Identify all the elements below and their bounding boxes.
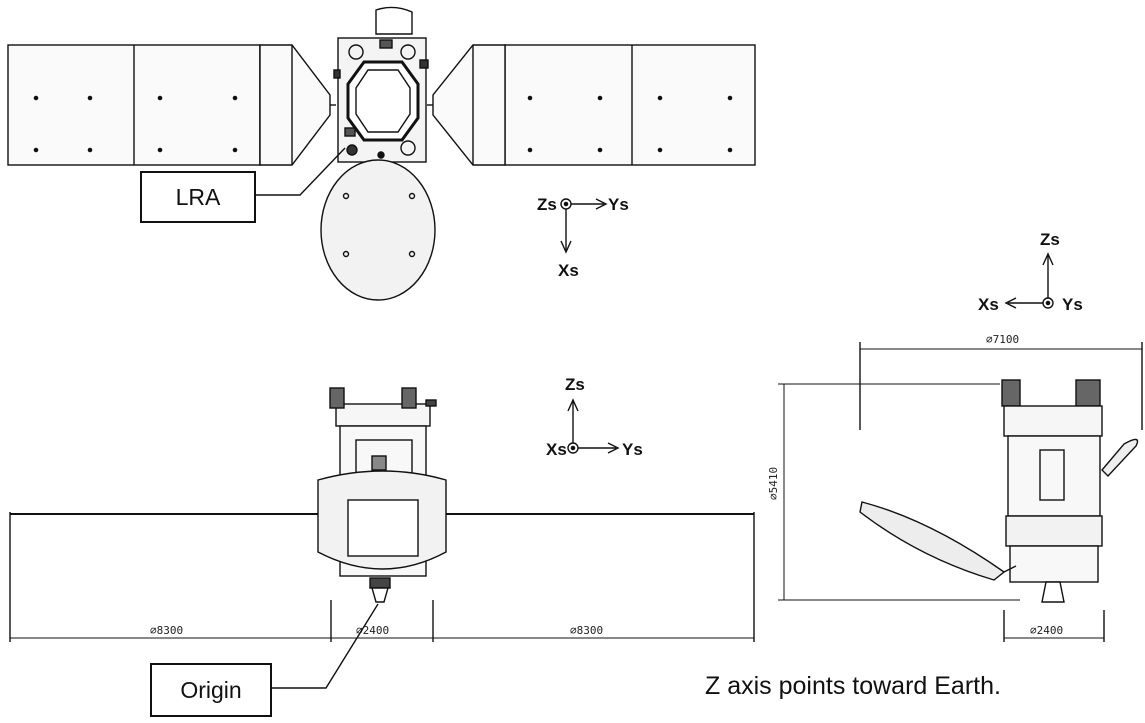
top-axis-triad: Zs Ys Xs xyxy=(537,195,629,280)
earth-note: Z axis points toward Earth. xyxy=(705,672,1001,700)
dim-side-height: ⌀5410 xyxy=(767,467,780,500)
front-axis-triad: Zs Xs Ys xyxy=(546,375,643,459)
bus-top xyxy=(333,6,429,163)
dim-panel-left: ⌀8300 xyxy=(150,624,183,637)
origin-callout: Origin xyxy=(150,663,272,717)
side-dimensions: ⌀7100 ⌀5410 ⌀2400 xyxy=(767,333,1143,642)
top-view xyxy=(7,6,756,301)
origin-leader-line xyxy=(272,603,379,689)
top-axis-z-label: Zs xyxy=(537,195,557,214)
top-axis-y-label: Ys xyxy=(608,195,629,214)
right-solar-array xyxy=(427,44,756,166)
dim-side-body: ⌀2400 xyxy=(1030,624,1063,637)
side-reflector xyxy=(859,501,1017,581)
front-axis-z-label: Zs xyxy=(565,375,585,394)
left-solar-array xyxy=(7,44,336,166)
side-bus xyxy=(1001,379,1139,603)
lra-callout: LRA xyxy=(140,171,256,223)
top-reflector xyxy=(320,159,436,301)
front-axis-y-label: Ys xyxy=(622,440,643,459)
top-axis-x-label: Xs xyxy=(558,261,579,280)
side-axis-triad: Zs Xs Ys xyxy=(978,230,1083,314)
side-axis-y-label: Ys xyxy=(1062,295,1083,314)
front-dimensions: ⌀8300 ⌀2400 ⌀8300 xyxy=(10,600,754,642)
side-axis-x-label: Xs xyxy=(978,295,999,314)
side-axis-z-label: Zs xyxy=(1040,230,1060,249)
lra-leader-line xyxy=(256,147,346,196)
side-view: ⌀7100 ⌀5410 ⌀2400 xyxy=(767,333,1143,642)
front-bus xyxy=(317,387,447,603)
dim-side-width: ⌀7100 xyxy=(986,333,1019,346)
dim-panel-right: ⌀8300 xyxy=(570,624,603,637)
front-view: ⌀8300 ⌀2400 ⌀8300 xyxy=(9,387,755,689)
front-axis-x-label: Xs xyxy=(546,440,567,459)
